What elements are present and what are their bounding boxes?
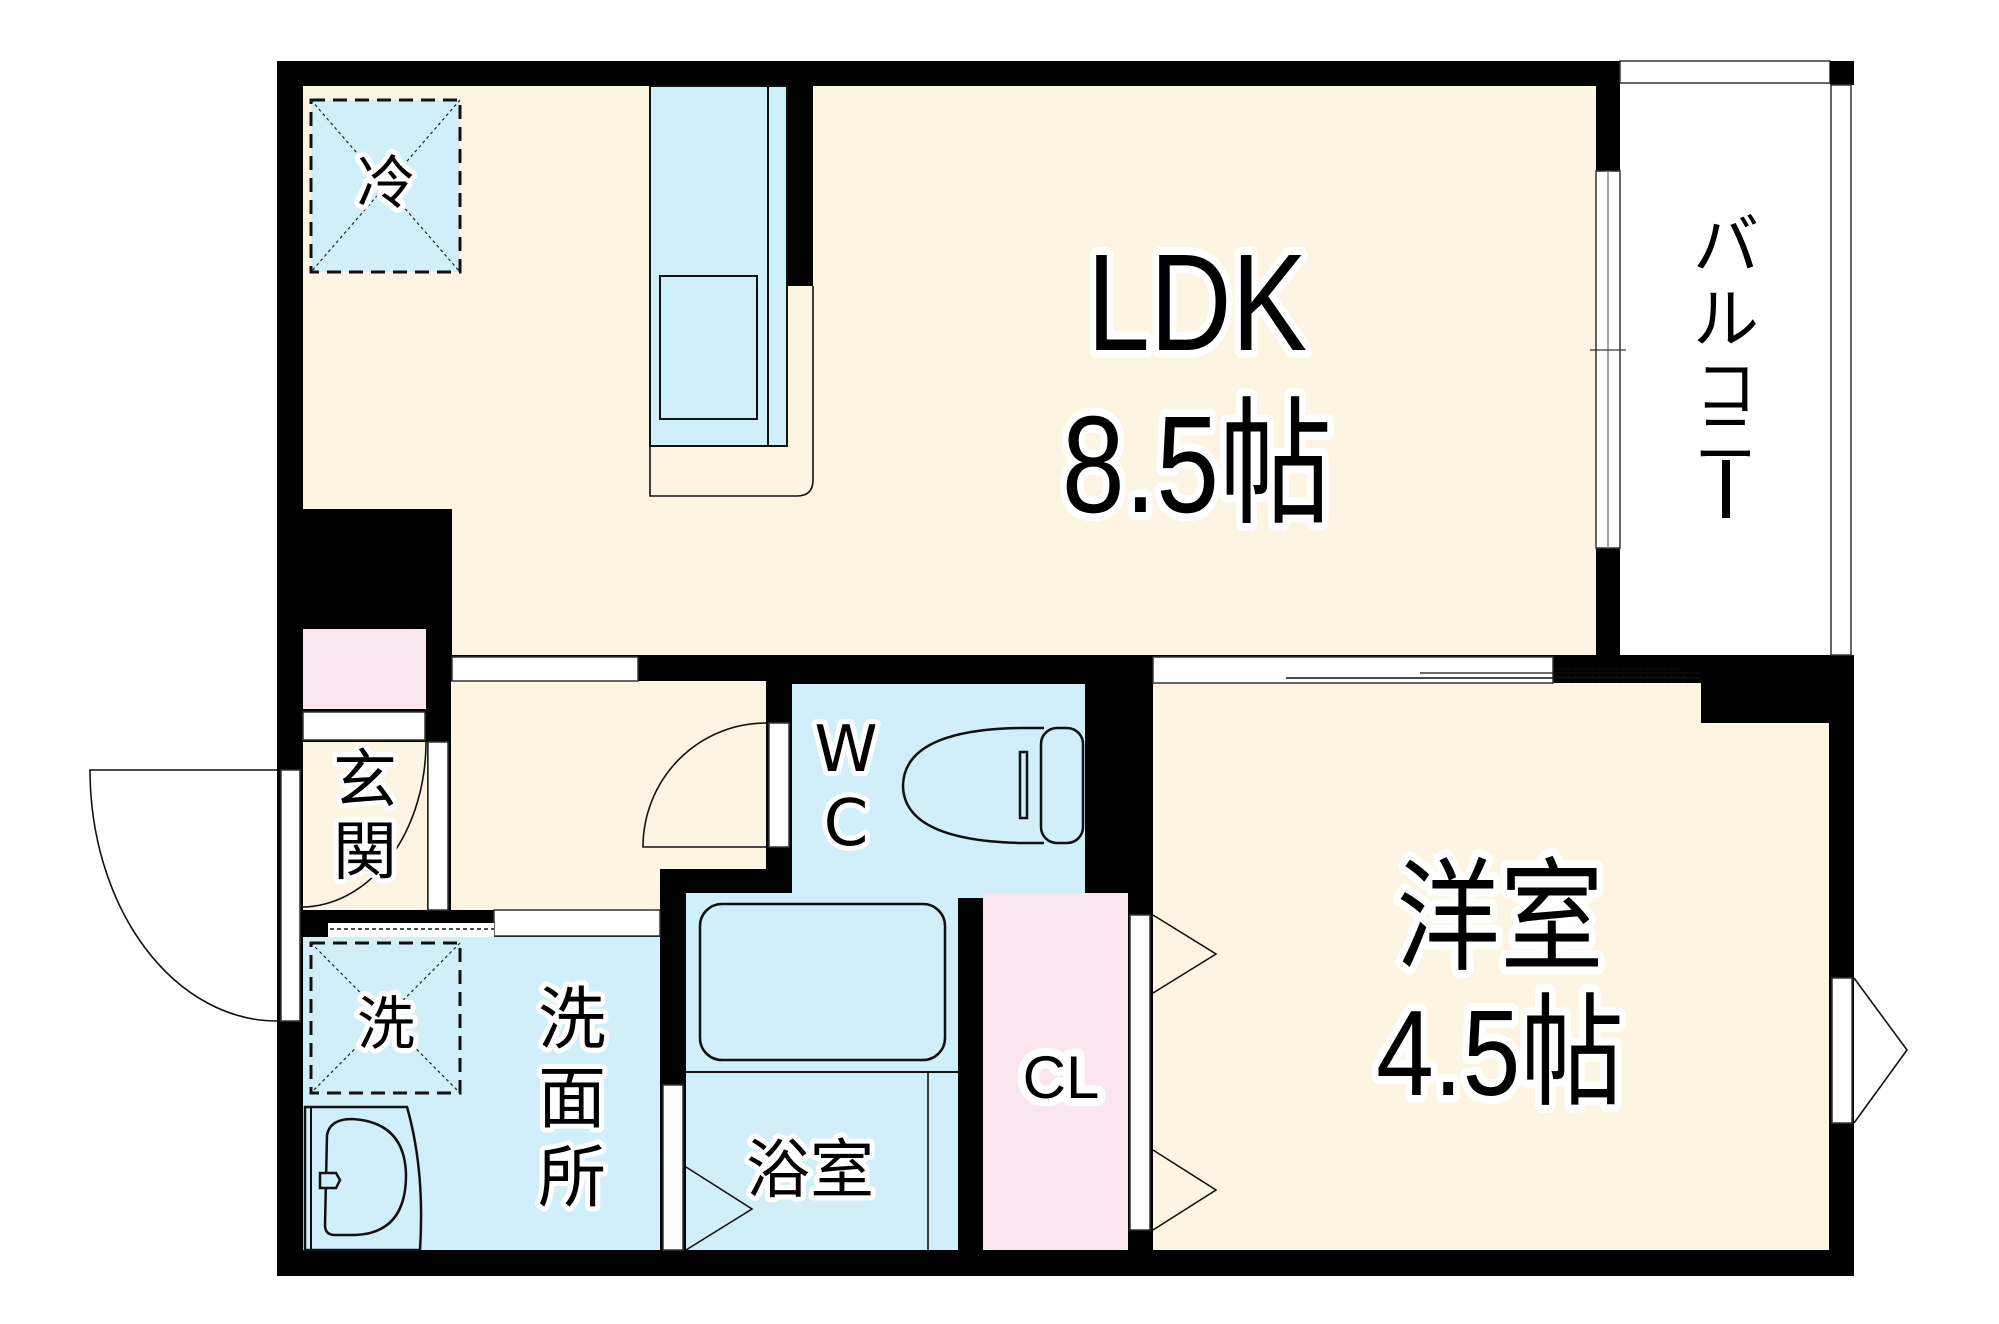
balcony bbox=[1619, 60, 1854, 656]
kitchen-sink bbox=[659, 275, 758, 420]
openings bbox=[89, 170, 1908, 1251]
entrance-label-2: 関 bbox=[333, 816, 397, 890]
ldk-label: LDK bbox=[1087, 225, 1307, 379]
western-window bbox=[1831, 977, 1853, 1124]
shoe-cabinet-door bbox=[302, 711, 426, 741]
entrance-floor bbox=[303, 742, 427, 910]
toilet-label-c: C bbox=[824, 787, 869, 861]
balcony-top-rail bbox=[1619, 60, 1831, 84]
vanity-faucet bbox=[318, 1171, 342, 1190]
entrance-label-1: 玄 bbox=[333, 744, 397, 818]
kitchen-partition bbox=[787, 86, 813, 286]
fixtures bbox=[303, 85, 1085, 1252]
entrance-inner-swing bbox=[301, 741, 427, 908]
bathtub bbox=[698, 902, 947, 1062]
hallway-floor bbox=[451, 681, 766, 869]
closet-door-upper bbox=[1152, 914, 1218, 994]
svg-text:コ: コ bbox=[1695, 352, 1757, 425]
toilet-door-jamb bbox=[768, 722, 790, 848]
washer-label: 洗 bbox=[357, 990, 415, 1058]
svg-text:ル: ル bbox=[1693, 281, 1759, 358]
toilet-label-w: W bbox=[814, 713, 877, 787]
vanity-basin bbox=[323, 1117, 408, 1237]
vanity bbox=[303, 1105, 423, 1252]
shoe-cabinet bbox=[303, 629, 426, 709]
balcony-label: バ ル コ ニ bbox=[1693, 207, 1759, 518]
fridge-label: 冷 bbox=[357, 149, 415, 217]
hallway-floor-lower bbox=[451, 869, 660, 910]
balcony-side-rail bbox=[1830, 84, 1852, 656]
bathroom-folding-door bbox=[685, 1166, 754, 1251]
closet-door-jamb bbox=[1129, 914, 1151, 1231]
ldk-floor bbox=[303, 86, 1596, 655]
western-room-floor bbox=[1153, 683, 1829, 1250]
labels: LDK 8.5帖 洋室 4.5帖 バ ル コ ニ 冷 玄 関 W C 洗 洗 面… bbox=[328, 144, 1759, 1223]
kitchen-counter-edge bbox=[649, 286, 814, 497]
western-window-swing bbox=[1853, 977, 1908, 1124]
bathroom-door-jamb bbox=[662, 1084, 684, 1251]
toilet-bowl bbox=[901, 726, 1044, 845]
entrance-door-swing bbox=[89, 769, 278, 1022]
washroom-sliding-door bbox=[493, 909, 661, 937]
closet-label: CL bbox=[1023, 1044, 1100, 1111]
ldk-size: 8.5帖 bbox=[1062, 387, 1332, 541]
entrance-inner-jamb bbox=[427, 741, 449, 911]
toilet-seat-hinge bbox=[1018, 750, 1029, 820]
western-sliding-door bbox=[1152, 656, 1554, 684]
closet-door-lower bbox=[1152, 1149, 1218, 1231]
western-room-label: 洋室 bbox=[1396, 850, 1603, 986]
bathroom-label: 浴室 bbox=[746, 1134, 874, 1208]
washroom-label-1: 洗 bbox=[538, 981, 606, 1060]
balcony-post bbox=[1830, 61, 1854, 85]
ldk-hall-opening bbox=[451, 656, 639, 682]
entrance-door-jamb bbox=[280, 769, 301, 1022]
svg-text:バ: バ bbox=[1693, 207, 1759, 284]
balcony-floor bbox=[1620, 83, 1829, 655]
western-room-size: 4.5帖 bbox=[1376, 985, 1624, 1121]
closet-floor bbox=[983, 893, 1128, 1250]
washroom-label-3: 所 bbox=[538, 1139, 606, 1218]
washroom-label-2: 面 bbox=[538, 1060, 606, 1139]
toilet-tank bbox=[1039, 726, 1085, 845]
toilet-door-swing bbox=[642, 722, 767, 848]
